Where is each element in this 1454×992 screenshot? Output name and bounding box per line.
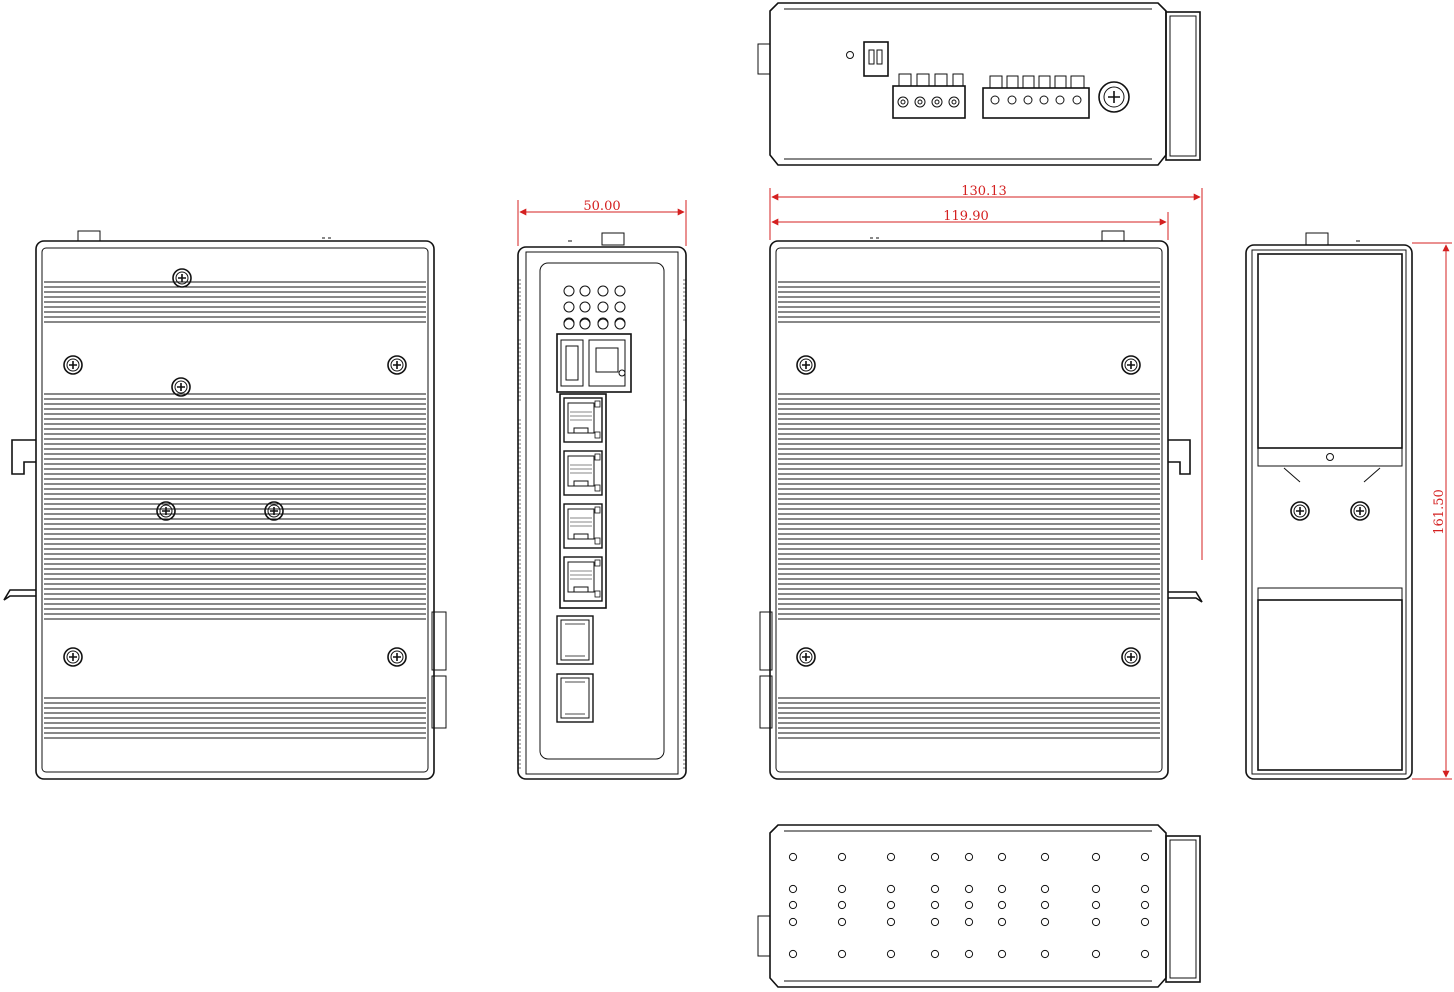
vent-hole	[930, 949, 940, 959]
led-indicator-icon	[579, 285, 591, 297]
vent-hole	[1140, 884, 1150, 894]
led-indicator-icon	[563, 318, 575, 330]
vent-hole	[788, 949, 798, 959]
vent-hole	[997, 852, 1007, 862]
vent-hole	[837, 900, 847, 910]
led-indicator-icon	[563, 285, 575, 297]
screw-icon	[63, 647, 83, 667]
vent-hole	[997, 900, 1007, 910]
dimension-front-width: 50.00	[517, 199, 687, 246]
rear-view	[3, 230, 447, 780]
top-view	[757, 2, 1201, 166]
ethernet-port-icon	[563, 397, 603, 443]
led-indicator-icon	[597, 301, 609, 313]
screw-icon	[387, 355, 407, 375]
vent-hole	[997, 917, 1007, 927]
ethernet-port-icon	[563, 503, 603, 549]
ethernet-port-icon	[563, 450, 603, 496]
dimension-depth: 130.13 119.90	[769, 184, 1203, 560]
dimension-front-width-label: 50.00	[583, 199, 620, 214]
vent-hole	[886, 917, 896, 927]
vent-hole	[1140, 917, 1150, 927]
vent-hole	[788, 884, 798, 894]
vent-hole	[1140, 900, 1150, 910]
screw-icon	[1121, 647, 1141, 667]
vent-hole	[930, 852, 940, 862]
dimension-height: 161.50	[1412, 242, 1452, 780]
led-indicator-icon	[563, 301, 575, 313]
vent-hole	[1091, 917, 1101, 927]
ground-screw-icon	[1098, 81, 1130, 113]
screw-icon	[172, 268, 192, 288]
vent-hole	[964, 917, 974, 927]
ethernet-port-icon	[563, 556, 603, 602]
vent-hole	[788, 900, 798, 910]
screw-icon	[156, 501, 176, 521]
dimension-height-label: 161.50	[1432, 489, 1447, 535]
screw-icon	[796, 647, 816, 667]
led-indicator-icon	[579, 318, 591, 330]
vent-hole	[837, 884, 847, 894]
vent-hole	[837, 917, 847, 927]
vent-hole	[1040, 949, 1050, 959]
screw-icon	[171, 377, 191, 397]
vent-hole	[1140, 949, 1150, 959]
vent-hole	[886, 852, 896, 862]
vent-hole	[837, 852, 847, 862]
led-indicator-icon	[614, 318, 626, 330]
vent-hole	[788, 917, 798, 927]
vent-hole	[997, 949, 1007, 959]
led-indicator-icon	[614, 301, 626, 313]
vent-hole	[1040, 900, 1050, 910]
bottom-view	[757, 824, 1201, 988]
vent-hole	[930, 884, 940, 894]
screw-icon	[796, 355, 816, 375]
vent-hole	[1040, 884, 1050, 894]
screw-icon	[63, 355, 83, 375]
vent-hole	[964, 900, 974, 910]
screw-icon	[264, 501, 284, 521]
vent-hole	[1091, 884, 1101, 894]
led-indicator-icon	[614, 285, 626, 297]
vent-hole	[1091, 949, 1101, 959]
vent-hole	[886, 884, 896, 894]
vent-hole	[1091, 852, 1101, 862]
dip-switch-icon	[863, 41, 889, 77]
screw-icon	[1121, 355, 1141, 375]
vent-hole	[886, 949, 896, 959]
vent-hole	[1091, 900, 1101, 910]
sfp-port-icon	[556, 673, 594, 723]
side-view	[759, 230, 1203, 780]
screw-icon	[1350, 501, 1370, 521]
front-panel-view	[517, 232, 687, 780]
end-view	[1245, 232, 1413, 780]
vent-hole	[930, 917, 940, 927]
led-indicator-icon	[579, 301, 591, 313]
relay-terminal-icon	[982, 75, 1090, 119]
led-indicator-icon	[597, 318, 609, 330]
power-terminal-icon	[892, 73, 966, 119]
dimension-overall-depth-label: 130.13	[961, 184, 1007, 199]
screw-icon	[387, 647, 407, 667]
vent-hole	[930, 900, 940, 910]
vent-hole	[788, 852, 798, 862]
vent-hole	[1140, 852, 1150, 862]
vent-hole	[964, 884, 974, 894]
led-indicator-icon	[597, 285, 609, 297]
vent-hole	[837, 949, 847, 959]
vent-hole	[964, 852, 974, 862]
screw-icon	[1290, 501, 1310, 521]
sfp-port-icon	[556, 615, 594, 665]
vent-hole	[997, 884, 1007, 894]
dimension-body-depth-label: 119.90	[943, 209, 989, 224]
vent-hole	[886, 900, 896, 910]
vent-hole	[1040, 917, 1050, 927]
vent-hole	[1040, 852, 1050, 862]
vent-hole	[964, 949, 974, 959]
